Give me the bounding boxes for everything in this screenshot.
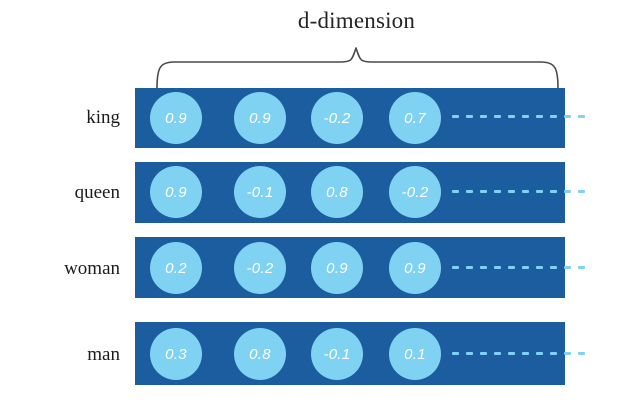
embedding-value-cell: -0.1 [234,166,286,218]
row-label-man: man [87,344,120,365]
embedding-value-cell: 0.9 [389,242,441,294]
ellipsis-dot [466,266,473,269]
embedding-value-cell: 0.8 [234,328,286,380]
ellipsis-dot [494,266,501,269]
embedding-vector-band: 0.2 -0.2 0.9 0.9 [135,237,585,298]
embedding-cells: 0.9 -0.1 0.8 -0.2 [135,162,585,223]
ellipsis-dot [494,115,501,118]
embedding-cells: 0.2 -0.2 0.9 0.9 [135,237,585,298]
ellipsis-dot [494,352,501,355]
ellipsis-dot [536,266,543,269]
ellipsis-dot [508,352,515,355]
ellipsis-dot [564,115,571,118]
ellipsis-dot [578,266,585,269]
embedding-value-cell: 0.2 [150,242,202,294]
ellipsis-dot [578,352,585,355]
diagram-title-text: d-dimension [297,8,416,33]
row-label-king: king [86,107,120,128]
ellipsis-dots-icon [452,115,585,118]
ellipsis-dot [466,190,473,193]
ellipsis-dot [480,115,487,118]
ellipsis-dot [550,266,557,269]
ellipsis-dot [466,115,473,118]
ellipsis-dot [480,352,487,355]
embedding-value-cell: 0.9 [150,92,202,144]
ellipsis-dot [564,266,571,269]
embedding-value-cell: 0.7 [389,92,441,144]
ellipsis-dot [452,115,459,118]
ellipsis-dot [536,352,543,355]
diagram-title: d-dimension [0,8,637,34]
ellipsis-dot [452,266,459,269]
ellipsis-dot [564,190,571,193]
embedding-value-cell: 0.9 [150,166,202,218]
ellipsis-dot [452,352,459,355]
embedding-value-cell: -0.2 [389,166,441,218]
ellipsis-dot [550,190,557,193]
embedding-vector-band: 0.9 0.9 -0.2 0.7 [135,88,585,148]
ellipsis-dot [522,190,529,193]
ellipsis-dot [480,190,487,193]
ellipsis-dot [466,352,473,355]
ellipsis-dots-icon [452,352,585,355]
ellipsis-dot [508,266,515,269]
embedding-value-cell: 0.1 [389,328,441,380]
embedding-value-cell: 0.9 [234,92,286,144]
ellipsis-dot [550,352,557,355]
ellipsis-dot [480,266,487,269]
ellipsis-dot [550,115,557,118]
ellipsis-dot [508,115,515,118]
ellipsis-dot [536,115,543,118]
ellipsis-dot [522,115,529,118]
embedding-value-cell: 0.8 [311,166,363,218]
ellipsis-dot [522,352,529,355]
ellipsis-dot [564,352,571,355]
embedding-vector-band: 0.3 0.8 -0.1 0.1 [135,322,585,385]
embedding-value-cell: -0.1 [311,328,363,380]
embedding-value-cell: -0.2 [311,92,363,144]
row-label-queen: queen [74,182,120,203]
embedding-value-cell: -0.2 [234,242,286,294]
ellipsis-dot [578,115,585,118]
ellipsis-dot [452,190,459,193]
ellipsis-dots-icon [452,266,585,269]
row-label-woman: woman [64,258,120,279]
ellipsis-dots-icon [452,190,585,193]
embedding-cells: 0.3 0.8 -0.1 0.1 [135,322,585,385]
embedding-vector-band: 0.9 -0.1 0.8 -0.2 [135,162,585,223]
embedding-value-cell: 0.3 [150,328,202,380]
ellipsis-dot [508,190,515,193]
embedding-cells: 0.9 0.9 -0.2 0.7 [135,88,585,148]
ellipsis-dot [494,190,501,193]
ellipsis-dot [522,266,529,269]
embedding-value-cell: 0.9 [311,242,363,294]
ellipsis-dot [536,190,543,193]
ellipsis-dot [578,190,585,193]
